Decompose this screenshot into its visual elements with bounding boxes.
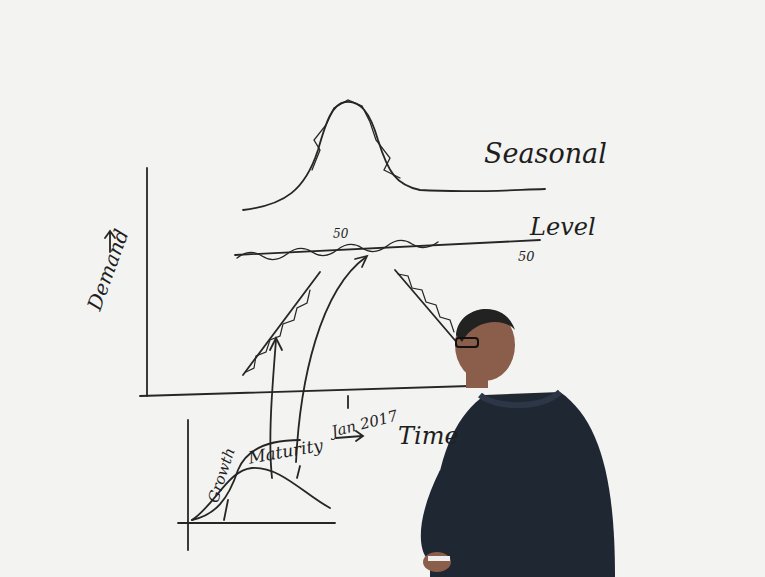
pattern-label: Level xyxy=(530,215,596,239)
value-label-holder: 50 xyxy=(518,250,535,263)
value-label-holder: 50 xyxy=(333,228,348,240)
axis-label-holder: Time xyxy=(398,424,459,448)
pattern-label-holder: Seasonal xyxy=(484,140,607,167)
value-label: 50 xyxy=(333,228,348,240)
pattern-label-holder: Level xyxy=(530,215,596,239)
value-label: 50 xyxy=(518,250,535,263)
axis-label: Time xyxy=(398,424,459,448)
pattern-label: Seasonal xyxy=(484,140,607,167)
